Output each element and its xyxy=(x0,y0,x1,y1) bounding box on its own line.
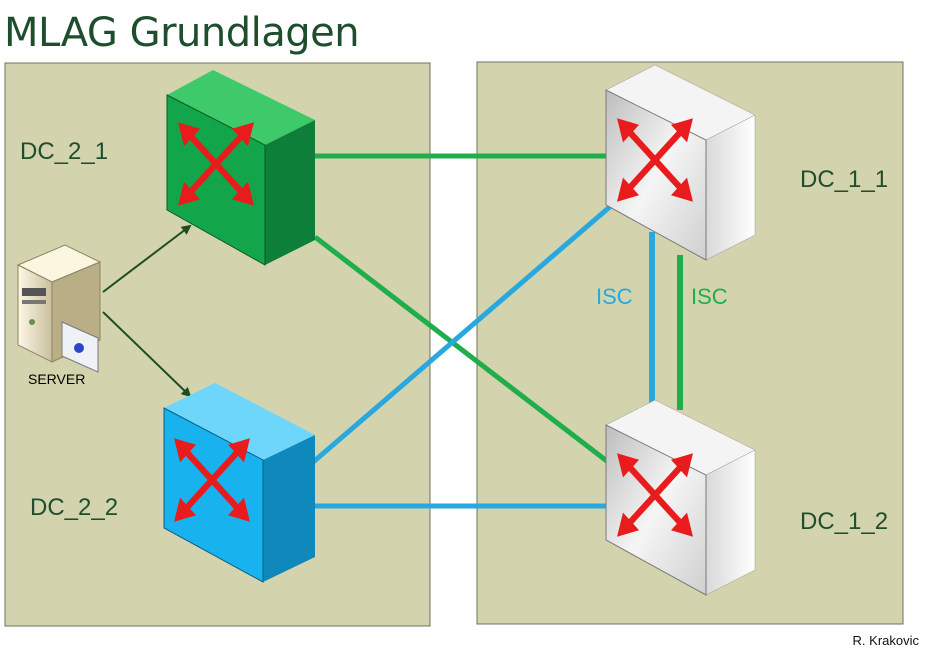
switch-icon xyxy=(605,399,756,596)
label-dc12: DC_1_2 xyxy=(800,508,889,535)
links xyxy=(310,153,683,509)
label-isc-green: ISC xyxy=(691,284,728,309)
switch-icon xyxy=(166,70,315,266)
page-title: MLAG Grundlagen xyxy=(4,10,360,56)
switch-icon xyxy=(605,64,756,261)
arrow-server-dc21 xyxy=(102,224,192,293)
link-dc21-dc12 xyxy=(313,235,614,467)
label-dc22: DC_2_2 xyxy=(30,494,119,521)
arrow-server-dc22 xyxy=(102,311,192,398)
label-server: SERVER xyxy=(28,371,86,387)
link-dc22-dc11 xyxy=(310,203,614,465)
label-dc21: DC_2_1 xyxy=(20,138,109,165)
label-dc11: DC_1_1 xyxy=(800,166,889,193)
author-credit: R. Krakovic xyxy=(852,633,919,648)
label-isc-blue: ISC xyxy=(596,284,633,309)
server-icon xyxy=(16,244,102,373)
switch-icon xyxy=(163,383,315,583)
